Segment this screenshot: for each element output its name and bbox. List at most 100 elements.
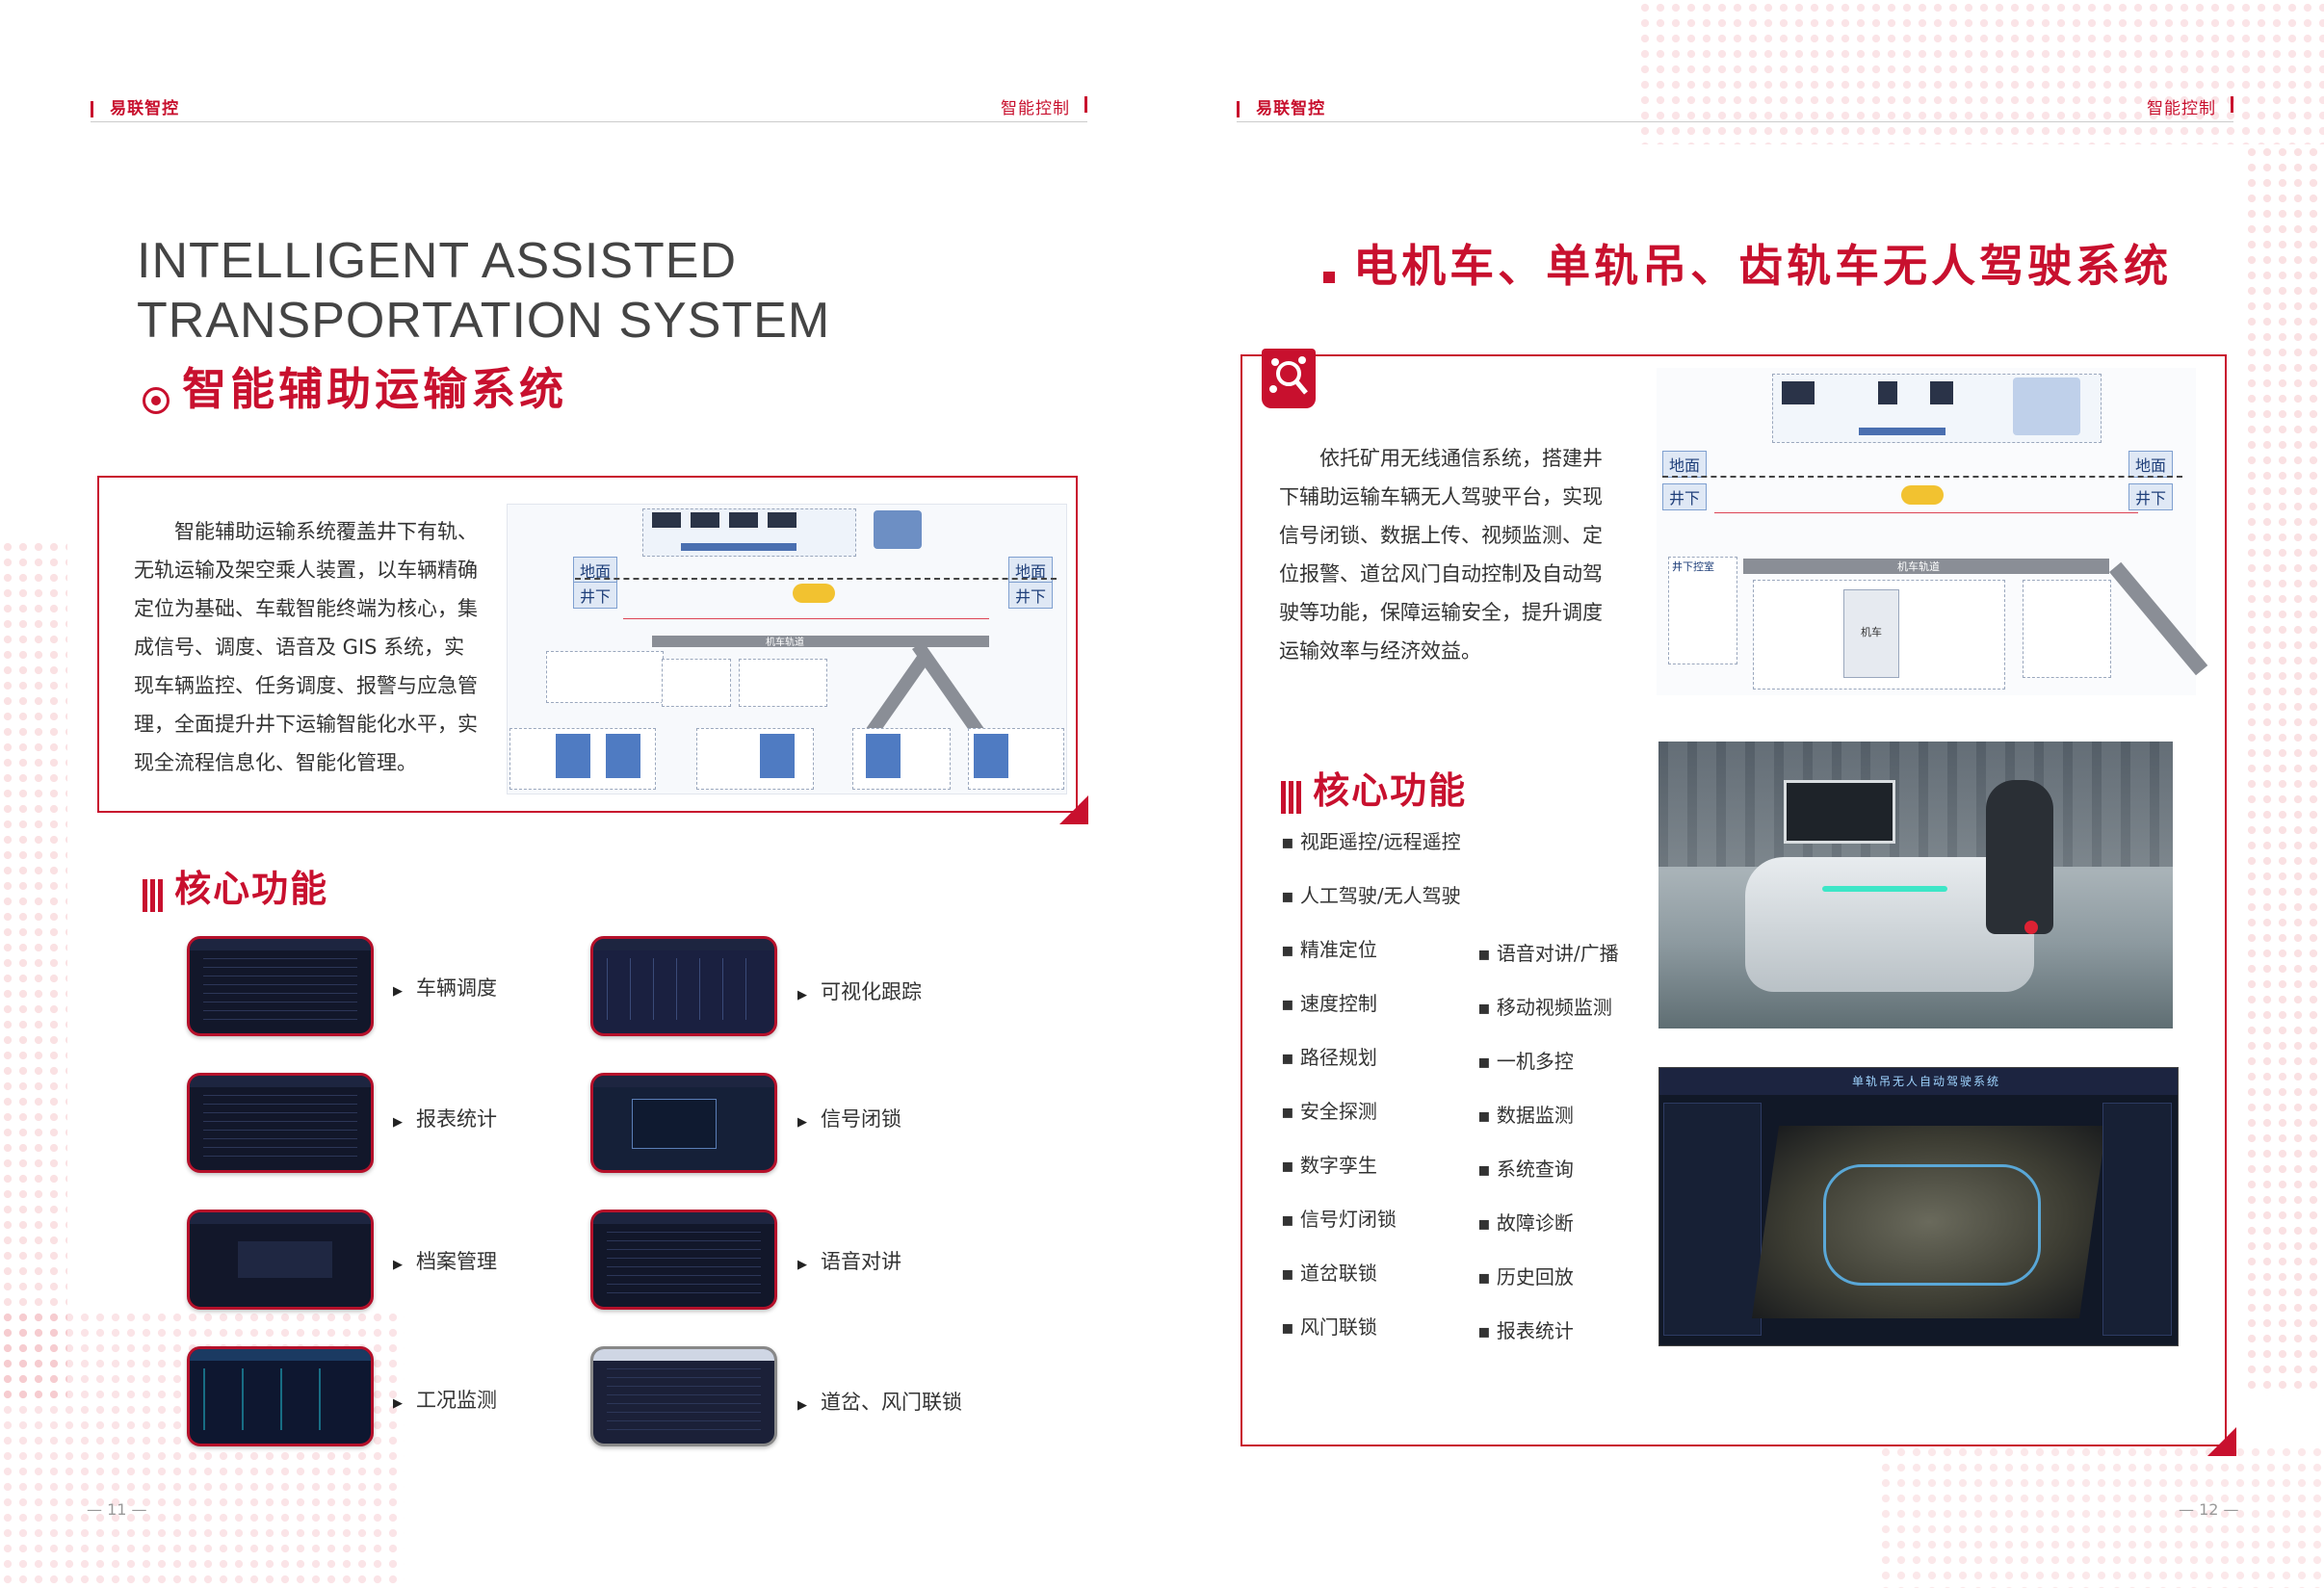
underground-tag-left: 井下 xyxy=(573,582,618,609)
turnout-box xyxy=(2023,580,2111,678)
cockpit-glow xyxy=(1822,886,1947,892)
header-rule xyxy=(1237,121,2233,122)
server-unit xyxy=(691,512,719,528)
feature-report-stats: ▶报表统计 xyxy=(393,1107,497,1131)
cockpit-photo xyxy=(1658,742,2173,1028)
right-title-row: 电机车、单轨吊、齿轨车无人驾驶系统 xyxy=(1323,231,2172,295)
thumb-report-stats xyxy=(187,1073,374,1173)
decor-dots-bottom-right xyxy=(1878,1445,2324,1588)
decor-dots-right xyxy=(2244,144,2324,1396)
right-track-branch xyxy=(2109,561,2208,676)
right-track-label: 机车轨道 xyxy=(1897,560,1940,573)
core-switch xyxy=(681,543,796,551)
signal-group xyxy=(662,659,731,707)
header-bar-right xyxy=(2231,96,2233,113)
feature-item: ▪ 移动视频监测 xyxy=(1477,996,1612,1019)
server-unit xyxy=(729,512,758,528)
feature-vehicle-dispatch: ▶车辆调度 xyxy=(393,976,497,1000)
feature-condition-monitor: ▶工况监测 xyxy=(393,1389,497,1412)
fan-door-group xyxy=(546,651,664,703)
right-surface-right: 地面 xyxy=(2128,451,2174,478)
feature-archive-mgmt: ▶档案管理 xyxy=(393,1250,497,1273)
control-room-label: 井下控室 xyxy=(1672,560,1714,573)
screen-sidebar xyxy=(1663,1103,1762,1336)
core-title-left: 核心功能 xyxy=(143,859,328,916)
feature-item: ▪ 报表统计 xyxy=(1477,1319,1574,1342)
switch-bar xyxy=(1859,428,1945,435)
feature-item: ▪ 语音对讲/广播 xyxy=(1477,942,1619,965)
title-en: INTELLIGENT ASSISTED TRANSPORTATION SYST… xyxy=(137,231,830,351)
feature-item: ▪ 安全探测 xyxy=(1281,1100,1377,1123)
core-title-text: 核心功能 xyxy=(174,868,329,910)
feature-item: ▪ 历史回放 xyxy=(1477,1265,1574,1289)
red-button xyxy=(2024,921,2038,934)
device-panel xyxy=(760,734,795,778)
right-surface-left: 地面 xyxy=(1662,451,1708,478)
right-frame xyxy=(1240,354,2227,1446)
core-bars-icon xyxy=(143,878,166,916)
control-room-box xyxy=(1668,557,1737,664)
server-unit xyxy=(652,512,681,528)
right-under-left: 井下 xyxy=(1662,483,1708,510)
ground-line xyxy=(575,578,1057,580)
screen-title: 单轨吊无人自动驾驶系统 xyxy=(1852,1075,2001,1088)
screen xyxy=(1784,780,1895,844)
server-unit xyxy=(768,512,796,528)
driverless-diagram: 地面 地面 井下 井下 机车轨道 井下控室 机车 xyxy=(1657,368,2208,695)
feature-item: ▪ 风门联锁 xyxy=(1281,1315,1377,1339)
right-header: 易联智控 智能控制 xyxy=(1237,94,2233,118)
feature-voice-intercom: ▶语音对讲 xyxy=(797,1250,901,1273)
seat xyxy=(1986,780,2053,934)
header-bar-right xyxy=(1084,96,1087,113)
right-track xyxy=(1743,559,2109,574)
vehicle-block xyxy=(1843,589,1899,678)
right-intro-text: 依托矿用无线通信系统，搭建井下辅助运输车辆无人驾驶平台，实现信号闭锁、数据上传、… xyxy=(1279,447,1603,663)
monitor xyxy=(1878,381,1897,404)
feature-item: ▪ 故障诊断 xyxy=(1477,1211,1574,1235)
header-section: 智能控制 xyxy=(2147,99,2216,118)
gateway-device xyxy=(874,510,922,549)
feature-item: ▪ 一机多控 xyxy=(1477,1050,1574,1073)
device-panel xyxy=(606,734,640,778)
cloud-node xyxy=(1901,485,1944,505)
cloud-node xyxy=(793,584,835,603)
device-panel xyxy=(974,734,1008,778)
thumb-vehicle-dispatch xyxy=(187,936,374,1036)
feature-item: ▪ 视距遥控/远程遥控 xyxy=(1281,830,1461,853)
feature-switch-door-interlock: ▶道岔、风门联锁 xyxy=(797,1391,962,1414)
right-title-cn: 电机车、单轨吊、齿轨车无人驾驶系统 xyxy=(1353,240,2173,292)
feature-item: ▪ 精准定位 xyxy=(1281,938,1377,961)
bookshelf xyxy=(1658,742,2173,867)
header-brand: 易联智控 xyxy=(1256,99,1326,118)
feature-item: ▪ 路径规划 xyxy=(1281,1046,1377,1069)
device-panel xyxy=(556,734,590,778)
track-main xyxy=(652,636,989,647)
core-title-right: 核心功能 xyxy=(1281,761,1467,818)
track-label: 机车轨道 xyxy=(766,638,804,648)
decor-dots-left xyxy=(0,539,67,1406)
feature-item: ▪ 速度控制 xyxy=(1281,992,1377,1015)
feature-signal-lock: ▶信号闭锁 xyxy=(797,1107,901,1131)
monitor xyxy=(1930,381,1953,404)
screen-route xyxy=(1823,1164,2041,1286)
thumb-switch-door-interlock xyxy=(590,1346,777,1446)
title-en-line2: TRANSPORTATION SYSTEM xyxy=(137,293,831,349)
title-cn: 智能辅助运输系统 xyxy=(182,363,568,415)
feature-visual-tracking: ▶可视化跟踪 xyxy=(797,980,922,1003)
title-en-line1: INTELLIGENT ASSISTED xyxy=(137,233,738,289)
page-number-right: — 12 — xyxy=(2179,1500,2239,1519)
screen-right-panel xyxy=(2102,1103,2172,1336)
header-brand: 易联智控 xyxy=(110,99,180,118)
decor-dots-top-right xyxy=(1637,0,2324,144)
thumb-condition-monitor xyxy=(187,1346,374,1446)
right-under-right: 井下 xyxy=(2128,483,2174,510)
wireless-line xyxy=(1714,512,2138,513)
core-bars-icon xyxy=(1281,780,1304,818)
feature-item: ▪ 信号灯闭锁 xyxy=(1281,1208,1397,1231)
screen-topbar xyxy=(1659,1068,2178,1095)
title-cn-row: 智能辅助运输系统 xyxy=(143,354,567,418)
header-bar xyxy=(91,101,93,117)
core-title-text: 核心功能 xyxy=(1313,769,1468,812)
thumb-visual-tracking xyxy=(590,936,777,1036)
badge-icon xyxy=(1262,349,1316,408)
